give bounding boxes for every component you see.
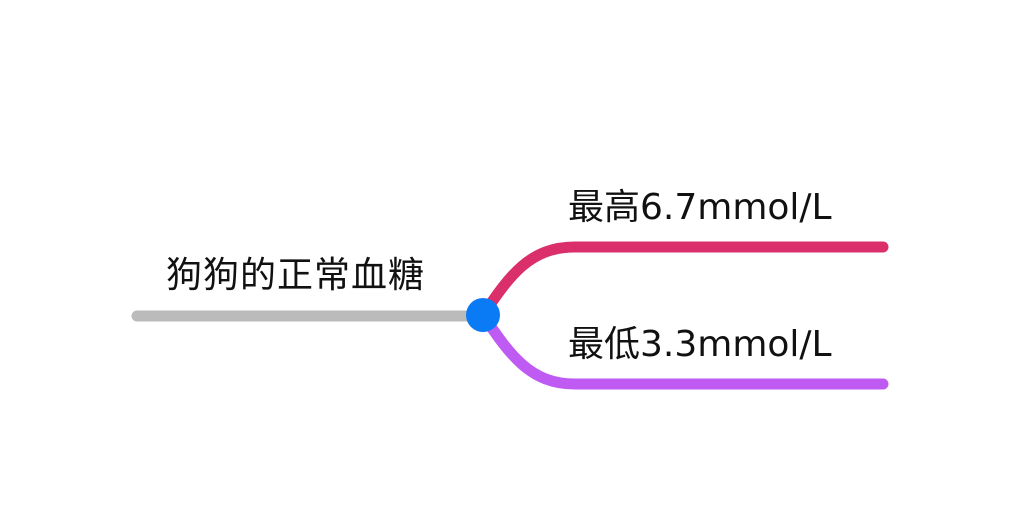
root-node-circle[interactable] bbox=[466, 298, 500, 332]
subtopic-min-label[interactable]: 最低3.3mmol/L bbox=[568, 324, 832, 365]
subtopic-max-label[interactable]: 最高6.7mmol/L bbox=[568, 187, 832, 228]
branch-line-max[interactable] bbox=[477, 241, 889, 321]
branch-line-min[interactable] bbox=[477, 309, 889, 390]
root-topic-label[interactable]: 狗狗的正常血糖 bbox=[166, 255, 426, 296]
